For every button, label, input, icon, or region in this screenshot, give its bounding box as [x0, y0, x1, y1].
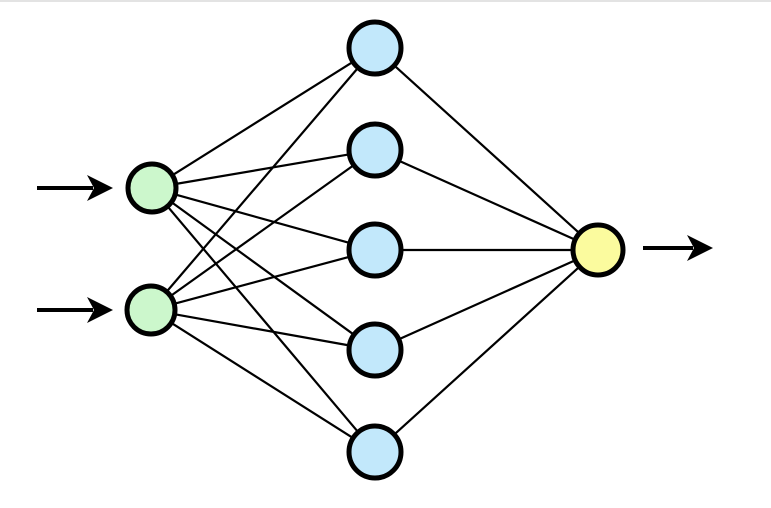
edge-i2-h2 — [168, 163, 356, 298]
top-divider — [0, 0, 771, 2]
edge-i2-h4 — [172, 312, 352, 347]
edge-h5-o1 — [392, 265, 582, 437]
node-h4[interactable] — [346, 321, 404, 379]
edge-i1-h4 — [169, 200, 356, 337]
edge-i1-h2 — [173, 153, 352, 186]
edge-h2-o1 — [396, 159, 578, 242]
edge-h1-o1 — [392, 63, 582, 235]
input-arrow-2 — [37, 297, 113, 323]
input-arrow-2-head — [87, 297, 113, 323]
node-h2[interactable] — [346, 121, 404, 179]
input-arrow-1-head — [87, 175, 113, 201]
edges-group — [164, 60, 582, 440]
edge-i1-h3 — [173, 193, 353, 245]
node-o1[interactable] — [570, 222, 626, 278]
edge-i2-h3 — [172, 255, 352, 306]
io-arrows-group — [37, 175, 713, 323]
node-h1[interactable] — [346, 19, 404, 77]
node-i1[interactable] — [125, 161, 179, 215]
edge-i2-h5 — [169, 321, 355, 440]
output-arrow-1 — [643, 235, 713, 261]
edge-i2-h1 — [164, 65, 360, 294]
node-i2[interactable] — [124, 283, 178, 337]
edge-i1-h1 — [170, 60, 355, 177]
node-h3[interactable] — [346, 221, 404, 279]
output-arrow-1-head — [687, 235, 713, 261]
input-arrow-1 — [37, 175, 113, 201]
edge-i1-h5 — [165, 204, 360, 434]
edge-h4-o1 — [396, 258, 578, 341]
node-h5[interactable] — [346, 423, 404, 481]
nodes-group — [124, 19, 626, 481]
